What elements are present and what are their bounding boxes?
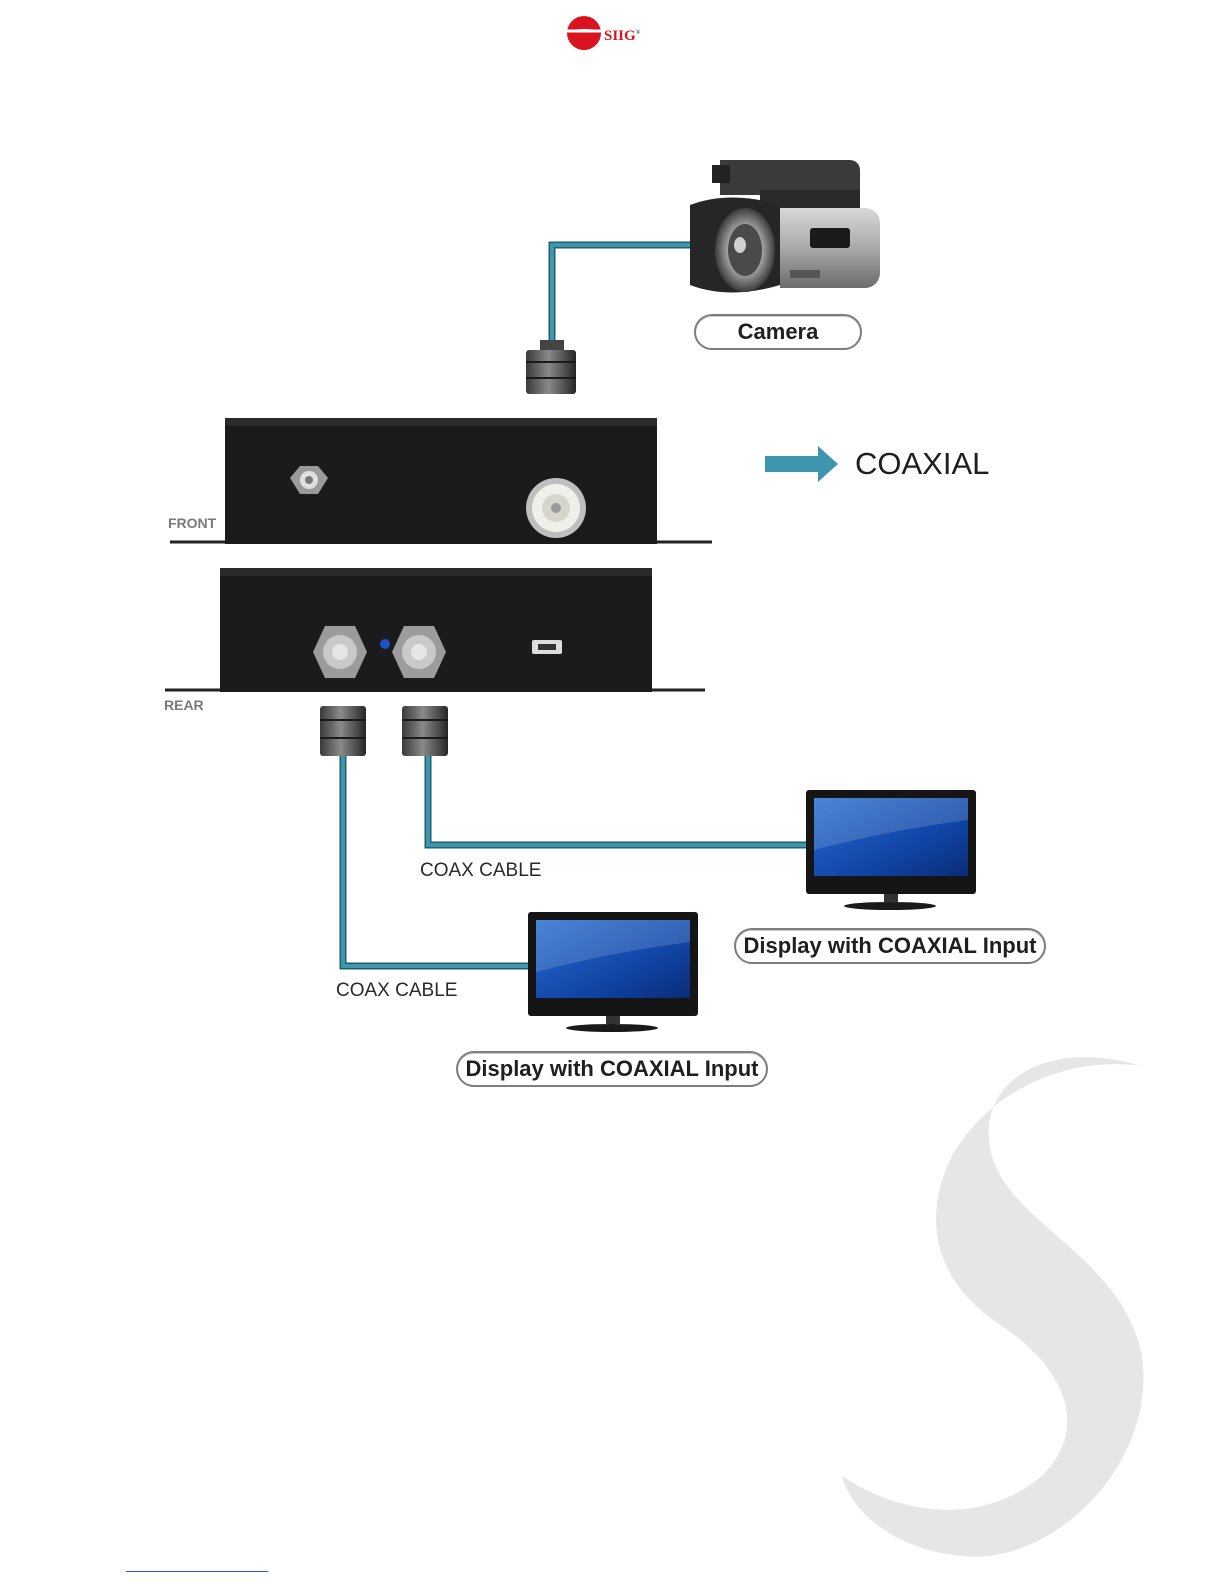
bnc-connector-icon [526, 340, 576, 394]
front-panel-label: FRONT [168, 515, 216, 531]
footer-link-underline[interactable] [126, 1571, 268, 1572]
monitor-icon [806, 790, 976, 910]
camera-icon [690, 160, 880, 293]
bnc-connector-icon [402, 706, 448, 756]
display-label-left: Display with COAXIAL Input [456, 1051, 768, 1087]
bnc-connector-icon [320, 706, 366, 756]
camera-cable [552, 245, 700, 348]
display-label-right: Display with COAXIAL Input [734, 928, 1046, 964]
cable-upper [428, 756, 810, 845]
monitor-icon [528, 912, 698, 1032]
cable-label-lower: COAX CABLE [336, 980, 457, 1002]
legend-coaxial-label: COAXIAL [855, 446, 989, 482]
cable-label-upper: COAX CABLE [420, 860, 541, 882]
arrow-right-icon [765, 446, 838, 482]
device-rear-panel [165, 568, 705, 692]
rear-panel-label: REAR [164, 697, 204, 713]
camera-label: Camera [694, 314, 862, 350]
device-front-panel [170, 418, 712, 544]
s-watermark [842, 1046, 1162, 1566]
